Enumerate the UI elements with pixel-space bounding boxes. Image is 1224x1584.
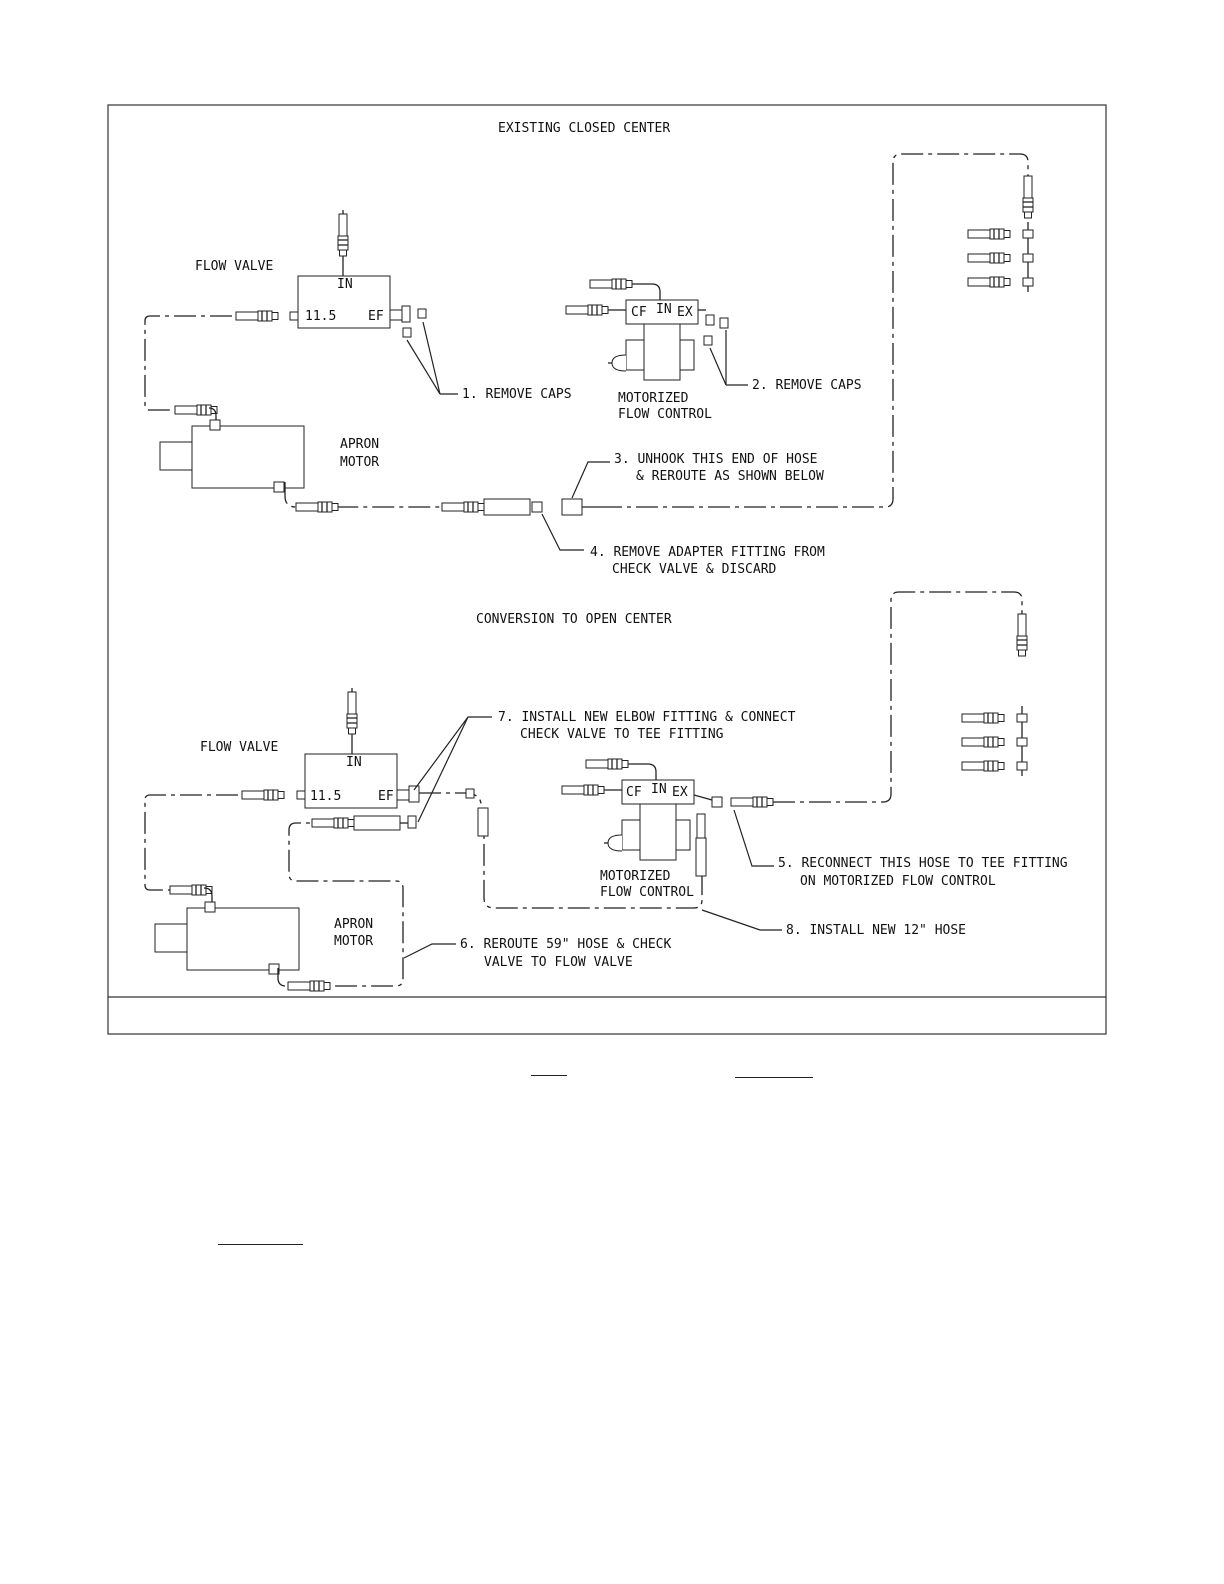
callout-5: 5. RECONNECT THIS HOSE TO TEE FITTING ON… — [733, 809, 1068, 889]
callout-1-text: 1. REMOVE CAPS — [462, 387, 572, 402]
diagram-frame — [107, 104, 1107, 1035]
callout-1: 1. REMOVE CAPS — [406, 321, 572, 402]
flow-valve-port-ef-bottom: EF — [378, 789, 394, 804]
apron-motor-label-top-2: MOTOR — [340, 455, 379, 470]
adapter-fitting — [531, 501, 543, 513]
callout-5-text-2: ON MOTORIZED FLOW CONTROL — [800, 874, 996, 889]
callout-6: 6. REROUTE 59" HOSE & CHECK VALVE TO FLO… — [403, 937, 671, 970]
callout-3-text-1: 3. UNHOOK THIS END OF HOSE — [614, 452, 818, 467]
rule-left — [218, 1244, 303, 1245]
callout-7-text-2: CHECK VALVE TO TEE FITTING — [520, 727, 724, 742]
flow-valve-top: FLOW VALVE IN 11.5 EF — [195, 210, 427, 338]
flow-valve-port-value-top: 11.5 — [305, 309, 336, 324]
mfc-label-top-2: FLOW CONTROL — [618, 407, 712, 422]
mfc-label-bottom-1: MOTORIZED — [600, 869, 671, 884]
hose-motor-to-check-valve-top — [284, 482, 442, 508]
callout-8: 8. INSTALL NEW 12" HOSE — [701, 909, 966, 938]
mfc-port-in-bottom: IN — [651, 782, 667, 797]
callout-6-text-1: 6. REROUTE 59" HOSE & CHECK — [460, 937, 671, 952]
callout-4-text-1: 4. REMOVE ADAPTER FITTING FROM — [590, 545, 825, 560]
title-conversion-open-center: CONVERSION TO OPEN CENTER — [476, 612, 672, 627]
callout-2-text: 2. REMOVE CAPS — [752, 378, 862, 393]
callout-3-text-2: & REROUTE AS SHOWN BELOW — [636, 469, 824, 484]
hose-flow-valve-to-motor-bottom — [144, 794, 238, 891]
motorized-flow-control-bottom: CF IN EX MOTORIZED FLOW CONTROL — [561, 758, 774, 900]
hose-flow-valve-to-motor-top — [144, 315, 232, 411]
apron-motor-label-bottom-2: MOTOR — [334, 934, 373, 949]
mfc-port-ex-bottom: EX — [672, 785, 688, 800]
flow-valve-label-bottom: FLOW VALVE — [200, 740, 278, 755]
mfc-port-ex-top: EX — [677, 305, 693, 320]
motorized-flow-control-top: CF IN EX MOTORIZED FLOW CONTROL — [565, 278, 729, 422]
callout-5-text-1: 5. RECONNECT THIS HOSE TO TEE FITTING — [778, 856, 1068, 871]
section-existing-closed-center: EXISTING CLOSED CENTER FLOW VALVE IN 11.… — [144, 121, 1034, 577]
callout-7-text-1: 7. INSTALL NEW ELBOW FITTING & CONNECT — [498, 710, 796, 725]
flow-valve-port-in-bottom: IN — [346, 755, 362, 770]
mfc-port-in-top: IN — [656, 302, 672, 317]
hose-return-to-stack-top — [600, 153, 1029, 508]
callout-4: 4. REMOVE ADAPTER FITTING FROM CHECK VAL… — [541, 513, 825, 577]
mfc-label-top-1: MOTORIZED — [618, 391, 689, 406]
rule-medium — [735, 1077, 813, 1078]
flow-valve-label-top: FLOW VALVE — [195, 259, 273, 274]
mfc-port-cf-bottom: CF — [626, 785, 642, 800]
callout-2: 2. REMOVE CAPS — [709, 330, 862, 393]
flow-valve-bottom: FLOW VALVE IN 11.5 EF — [200, 688, 420, 829]
title-existing-closed-center: EXISTING CLOSED CENTER — [498, 121, 670, 136]
mfc-port-cf-top: CF — [631, 305, 647, 320]
flow-valve-port-ef-top: EF — [368, 309, 384, 324]
apron-motor-label-top-1: APRON — [340, 437, 379, 452]
flow-valve-port-value-bottom: 11.5 — [310, 789, 341, 804]
mfc-label-bottom-2: FLOW CONTROL — [600, 885, 694, 900]
rule-short — [531, 1075, 567, 1076]
hose-rerouted-59 — [277, 822, 404, 987]
hose-to-stack-bottom — [773, 591, 1023, 803]
apron-motor-bottom: APRON MOTOR — [154, 901, 373, 975]
apron-motor-label-bottom-1: APRON — [334, 917, 373, 932]
callout-8-text: 8. INSTALL NEW 12" HOSE — [786, 923, 966, 938]
callout-7: 7. INSTALL NEW ELBOW FITTING & CONNECT C… — [413, 710, 796, 823]
check-valve-bottom — [353, 815, 401, 831]
callout-3: 3. UNHOOK THIS END OF HOSE & REROUTE AS … — [571, 452, 824, 499]
callout-6-text-2: VALVE TO FLOW VALVE — [484, 955, 633, 970]
flow-valve-port-in-top: IN — [337, 277, 353, 292]
apron-motor-top: APRON MOTOR — [159, 419, 379, 493]
callout-4-text-2: CHECK VALVE & DISCARD — [612, 562, 777, 577]
section-conversion-open-center: CONVERSION TO OPEN CENTER FLOW VALVE IN … — [144, 591, 1068, 992]
